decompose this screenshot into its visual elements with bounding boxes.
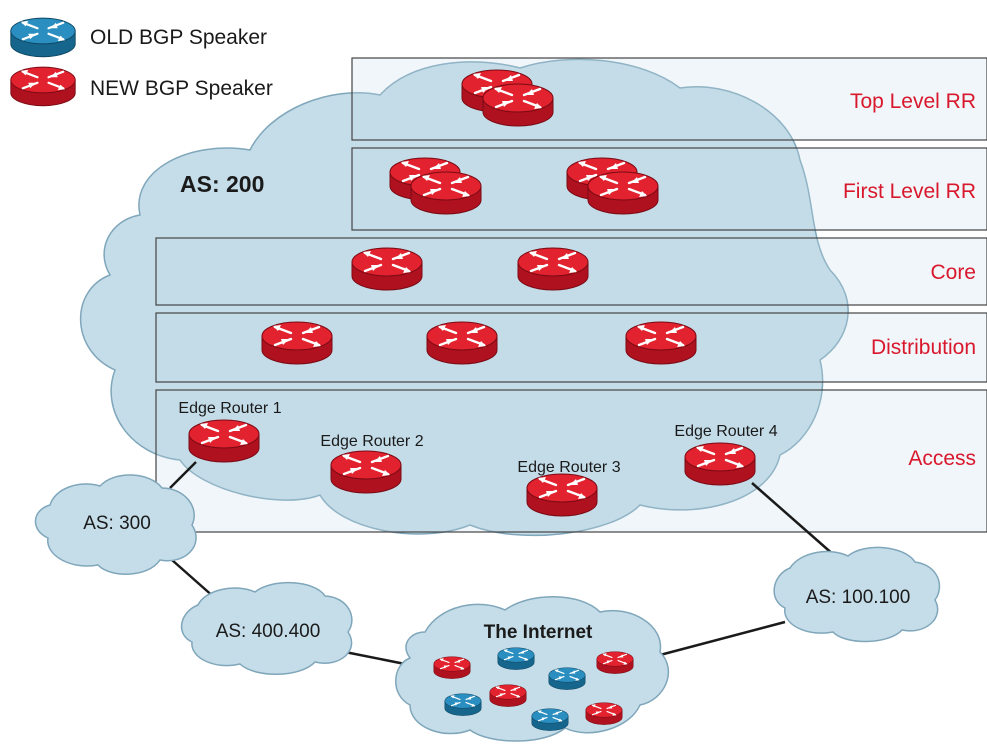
as300-label: AS: 300 (83, 513, 151, 534)
distribution-router-icon (624, 320, 698, 366)
legend-old-router-icon (9, 17, 77, 58)
tier-label-first-rr: First Level RR (843, 180, 976, 203)
distribution-router-icon (425, 320, 499, 366)
core-router-icon (350, 246, 424, 292)
as300-cloud (34, 474, 197, 575)
as400-label: AS: 400.400 (216, 621, 321, 642)
edge-router-4-icon (683, 441, 757, 487)
link-edge1-as300 (169, 461, 197, 489)
tier-label-access: Access (908, 447, 976, 470)
tier-label-top-rr: Top Level RR (850, 90, 976, 113)
edge-router-2-label: Edge Router 2 (320, 433, 423, 450)
tier-box-top-rr (351, 57, 987, 141)
legend-new-label: NEW BGP Speaker (90, 77, 273, 100)
edge-router-1-label: Edge Router 1 (178, 400, 281, 417)
as200-cloud (79, 58, 849, 537)
top-rr-router-icon (481, 82, 555, 128)
tier-label-core: Core (930, 261, 976, 284)
link-as400-internet (344, 650, 411, 667)
as100-label: AS: 100.100 (806, 587, 911, 608)
internet-old-router-icon (444, 693, 482, 717)
internet-old-router-icon (531, 708, 569, 732)
internet-new-router-icon (489, 684, 527, 708)
legend-new-router-icon (9, 66, 77, 107)
link-internet-as100 (659, 620, 786, 657)
legend-old-label: OLD BGP Speaker (90, 26, 267, 49)
link-edge4-as100 (751, 482, 836, 557)
as400-cloud (180, 582, 353, 675)
tier-label-distribution: Distribution (871, 336, 976, 359)
internet-old-router-icon (497, 647, 535, 671)
edge-router-2-icon (329, 449, 403, 495)
edge-router-4-label: Edge Router 4 (674, 423, 777, 440)
internet-new-router-icon (585, 702, 623, 726)
edge-router-3-label: Edge Router 3 (517, 459, 620, 476)
edge-router-1-icon (187, 418, 261, 464)
main-as-label: AS: 200 (180, 171, 264, 197)
edge-router-3-icon (525, 472, 599, 518)
as100-cloud (773, 546, 941, 643)
internet-old-router-icon (548, 667, 586, 691)
link-as300-as400 (171, 559, 216, 599)
first-rr-router-icon (586, 170, 660, 216)
distribution-router-icon (260, 320, 334, 366)
internet-label: The Internet (484, 622, 593, 643)
first-rr-router-icon (409, 170, 483, 216)
core-router-icon (516, 246, 590, 292)
internet-new-router-icon (433, 656, 471, 680)
internet-new-router-icon (596, 651, 634, 675)
